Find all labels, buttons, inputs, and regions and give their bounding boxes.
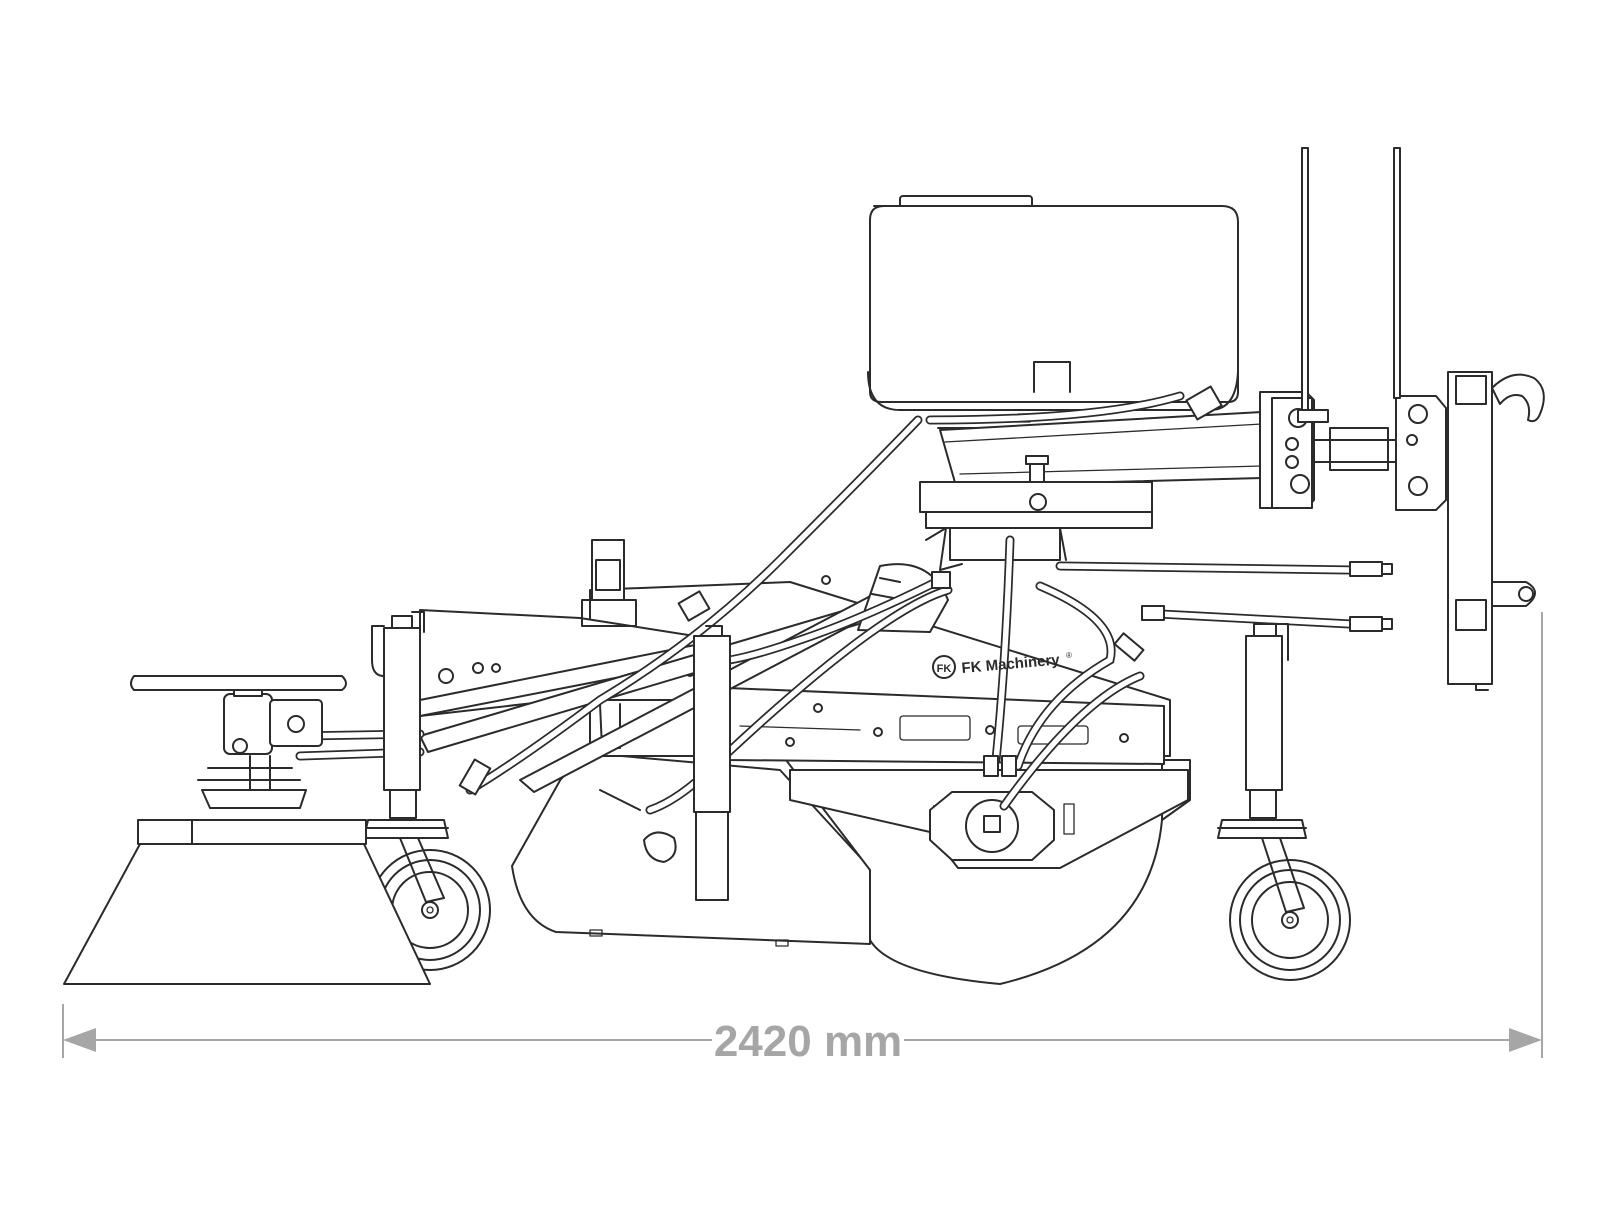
side-brush bbox=[63, 675, 431, 985]
brand-logo-mark: FK bbox=[937, 663, 952, 675]
rear-support-leg bbox=[1217, 623, 1307, 839]
rear-caster-wheel bbox=[1229, 837, 1351, 981]
quick-hitch-frame bbox=[1447, 371, 1545, 691]
registered-mark: ® bbox=[1066, 651, 1072, 660]
water-tank bbox=[867, 195, 1239, 453]
dimension-arrow-right-icon bbox=[1509, 1028, 1542, 1052]
dimension-label: 2420 mm bbox=[714, 1017, 902, 1066]
mounting-plate-right bbox=[1395, 395, 1447, 511]
turntable bbox=[919, 455, 1153, 571]
front-support-leg bbox=[363, 611, 449, 839]
dimension-arrow-left-icon bbox=[63, 1028, 96, 1052]
hose-fittings bbox=[458, 385, 1393, 796]
dimension-unit: mm bbox=[824, 1017, 902, 1066]
support-arm bbox=[939, 411, 1263, 487]
hydraulic-hoses bbox=[295, 391, 1355, 815]
guide-rods bbox=[1301, 147, 1401, 411]
middle-support-leg bbox=[643, 625, 731, 901]
side-plate bbox=[789, 769, 1189, 869]
dimension-value: 2420 bbox=[714, 1017, 812, 1066]
dimension-annotation: 2420 mm bbox=[62, 612, 1543, 1066]
